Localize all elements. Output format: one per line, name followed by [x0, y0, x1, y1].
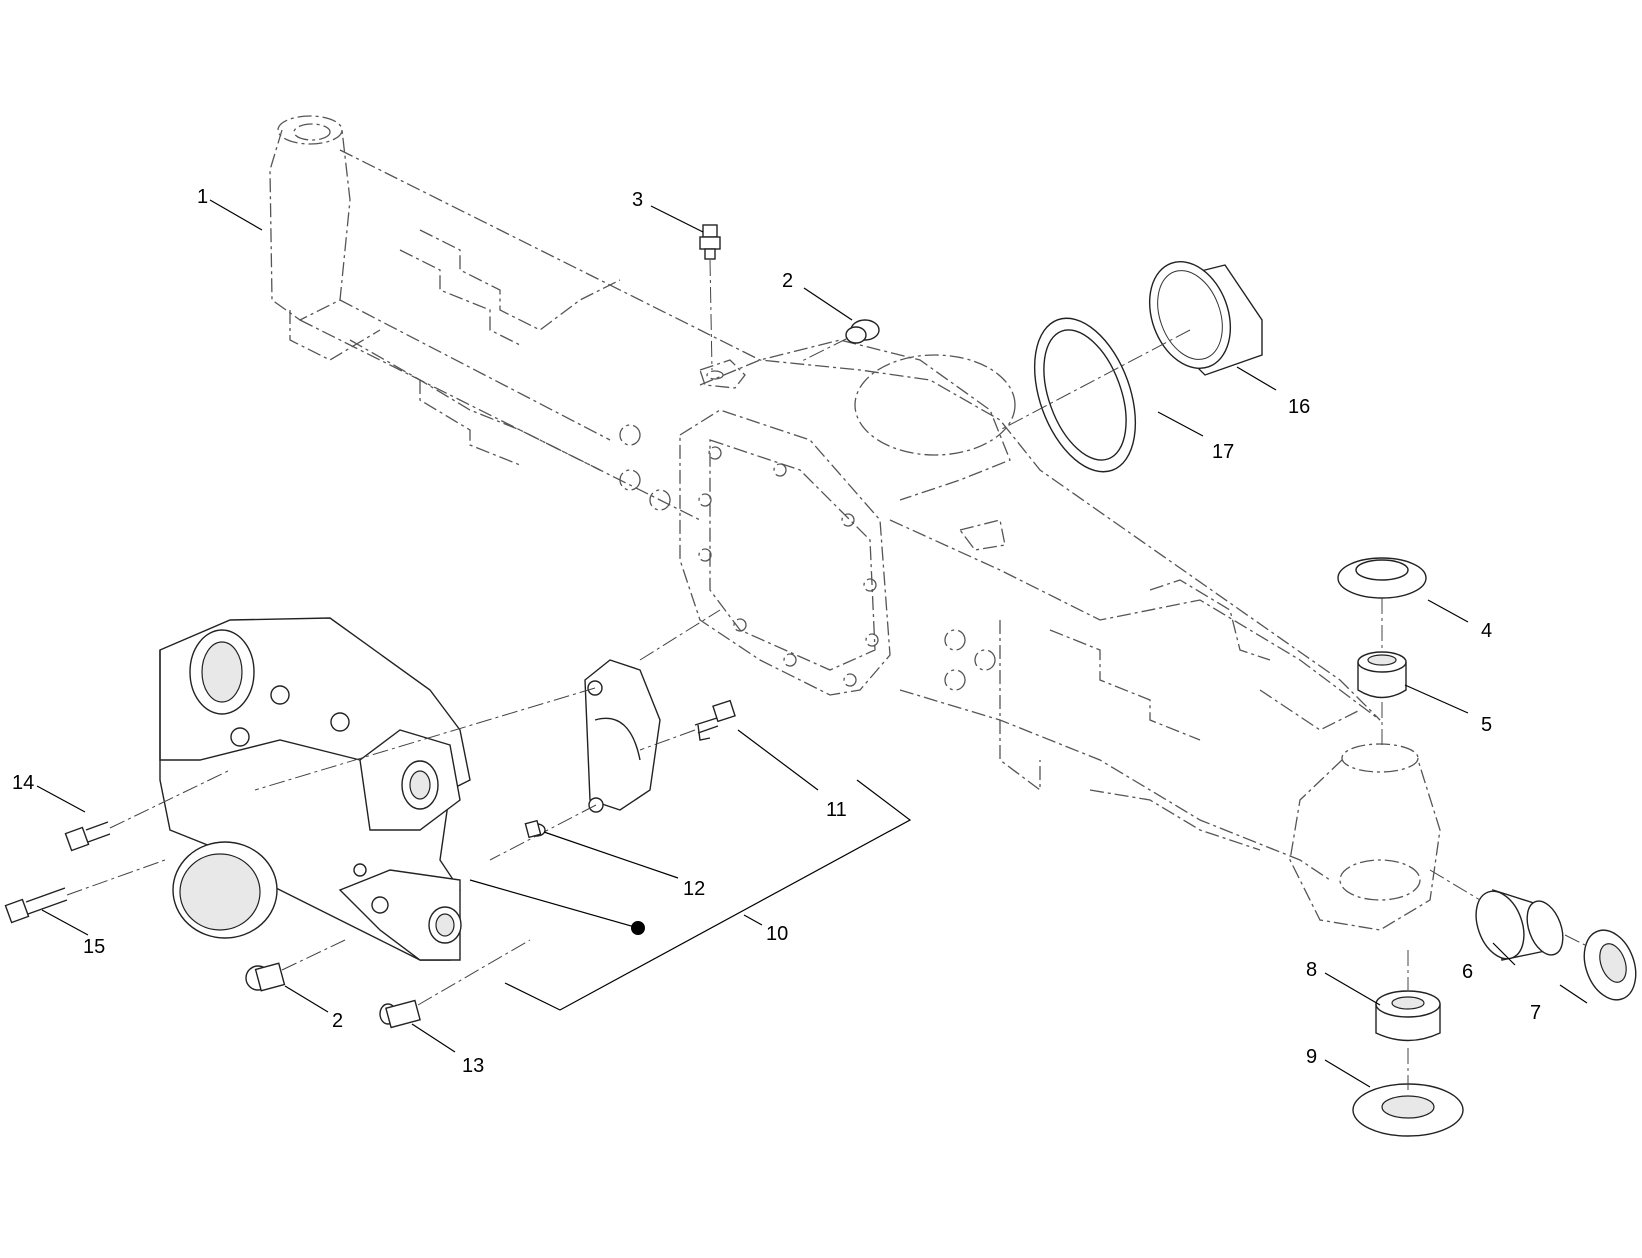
axle-bushing	[999, 261, 1263, 431]
bolt-long	[4, 859, 166, 924]
plug-lower	[245, 939, 346, 992]
cap-bolt	[639, 699, 736, 751]
assembly-bracket	[504, 779, 912, 1011]
callout-9: 9	[1306, 1046, 1317, 1068]
pivot-bushing-lower	[1375, 950, 1441, 1042]
dowel-pin	[524, 819, 546, 839]
plug-upper	[799, 319, 880, 363]
roll-pin	[379, 939, 531, 1029]
callout-1: 1	[197, 186, 208, 208]
callout-2-upper: 2	[782, 270, 793, 292]
callout-10: 10	[766, 923, 788, 945]
thrust-washer-side	[1583, 929, 1637, 1001]
callout-12: 12	[683, 878, 705, 900]
callout-15: 15	[83, 936, 105, 958]
callout-17: 17	[1212, 441, 1234, 463]
axle-housing-phantom	[269, 115, 1441, 931]
callout-5: 5	[1481, 714, 1492, 736]
callout-2-lower: 2	[332, 1010, 343, 1032]
cover-bolt-holes	[698, 446, 879, 687]
breather-fitting	[699, 224, 721, 371]
housing-side-holes	[619, 424, 996, 691]
thrust-washer-upper	[1337, 557, 1427, 650]
left-axle-housing	[159, 617, 471, 961]
callout-11: 11	[826, 799, 847, 821]
bolt-short	[64, 769, 231, 852]
pivot-bushing-upper	[1357, 651, 1407, 745]
callout-4: 4	[1481, 620, 1492, 642]
callout-14: 14	[12, 772, 34, 794]
callout-13: 13	[462, 1055, 484, 1077]
pivot-bushing-side	[1429, 869, 1586, 961]
callout-6: 6	[1462, 961, 1473, 983]
callout-labels: 1 2 3 16 17 4 5 14 11 12 15 10 2 13 6 7 …	[12, 186, 1541, 1077]
thrust-washer-lower	[1352, 1048, 1464, 1137]
seal-ring	[1033, 317, 1137, 473]
leader-lines	[36, 199, 1588, 1088]
callout-16: 16	[1288, 396, 1310, 418]
callout-3: 3	[632, 189, 643, 211]
callout-8: 8	[1306, 959, 1317, 981]
callout-7: 7	[1530, 1002, 1541, 1024]
leader-dot	[631, 921, 645, 935]
